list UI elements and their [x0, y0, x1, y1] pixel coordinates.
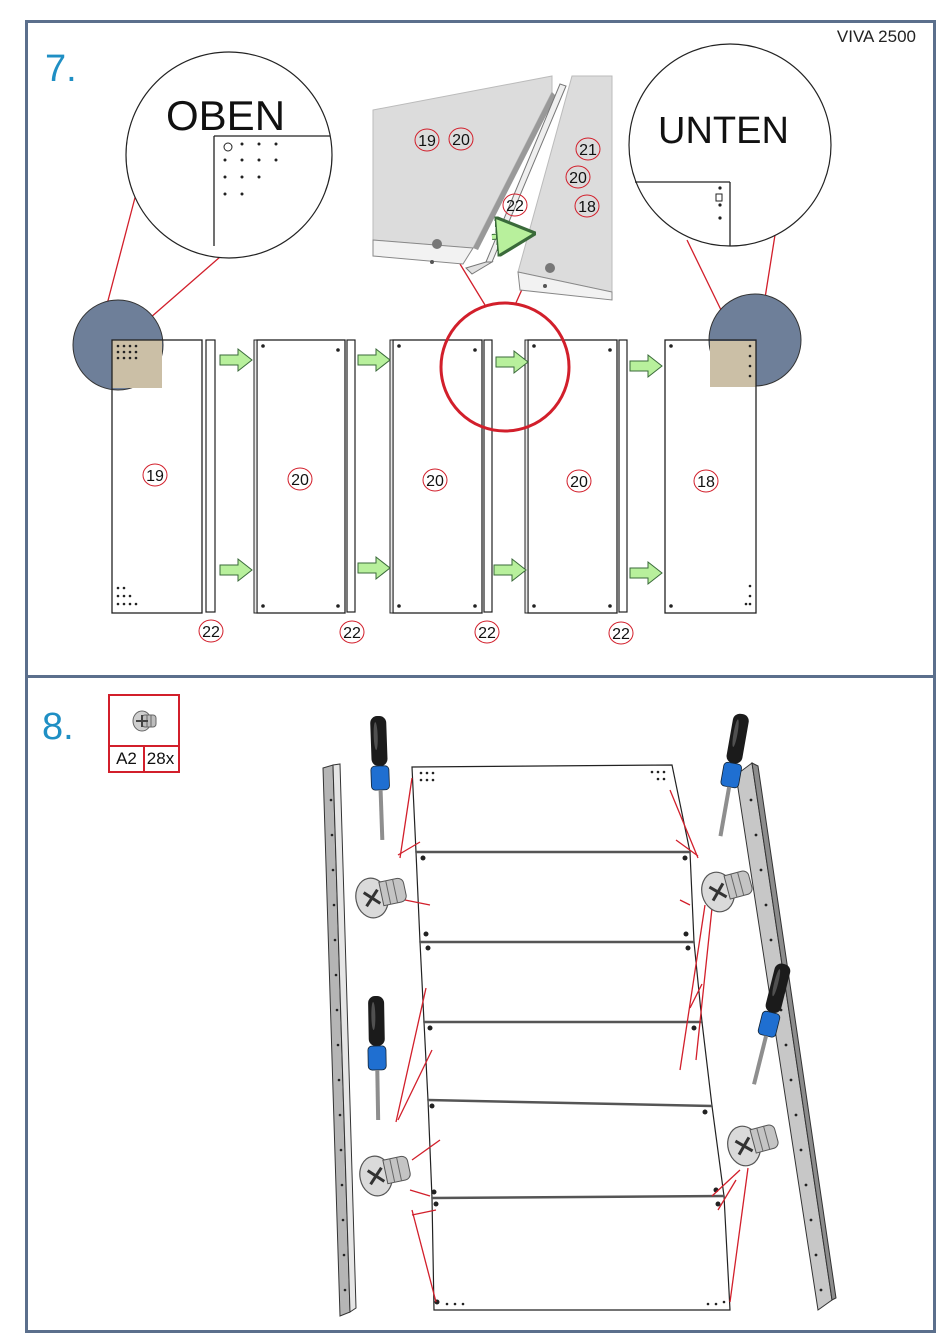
hardware-code: A2 [110, 745, 145, 771]
panel-part-label: 20 [426, 473, 444, 490]
detail-part-label: 20 [452, 132, 470, 149]
strip-22-a [206, 340, 215, 612]
step-8-number: 8. [42, 706, 74, 749]
panel-part-label: 20 [570, 474, 588, 491]
strip-part-label: 22 [202, 624, 220, 641]
panel-part-label: 19 [146, 468, 164, 485]
detail-part-label: 22 [506, 198, 524, 215]
detail-part-label: 20 [569, 170, 587, 187]
unten-label: UNTEN [658, 110, 789, 152]
panel-part-label: 18 [697, 474, 715, 491]
panel-part-label: 20 [291, 472, 309, 489]
strip-22-d [619, 340, 627, 612]
hardware-quantity: 28x [143, 745, 178, 771]
strip-part-label: 22 [343, 625, 361, 642]
strip-22-b [347, 340, 355, 612]
strip-part-label: 22 [612, 626, 630, 643]
detail-part-label: 18 [578, 199, 596, 216]
screw-icon [132, 706, 160, 734]
oben-label: OBEN [166, 92, 285, 139]
strip-part-label: 22 [478, 625, 496, 642]
strip-22-c [484, 340, 492, 612]
hardware-box: A2 28x [108, 694, 180, 773]
detail-part-label: 21 [579, 142, 597, 159]
detail-part-label: 19 [418, 133, 436, 150]
step-7-illustration: 19 20 21 20 18 22 19 20 20 20 18 22 22 22 22 OBEN UNTE… [0, 0, 950, 680]
zoom-oben [126, 52, 332, 258]
